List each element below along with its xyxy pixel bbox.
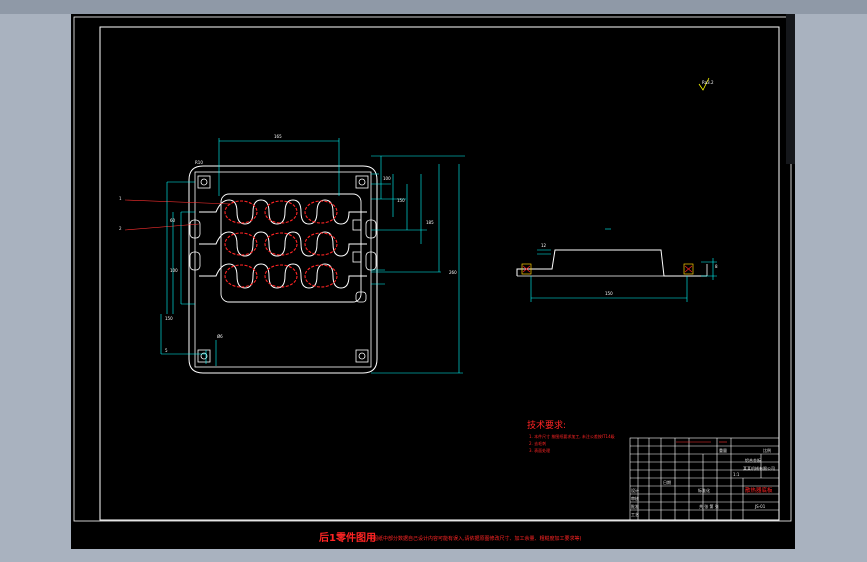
roughness-symbol: Ra3.2: [698, 77, 714, 91]
dim-left-1: 60: [170, 218, 176, 223]
dim-right-3: 185: [426, 220, 434, 225]
tb-scale: 1:1: [733, 472, 740, 477]
viewport-side-strip: [786, 14, 795, 164]
outer-border: [73, 16, 792, 522]
svg-text:2. 去毛刺: 2. 去毛刺: [529, 440, 546, 446]
tb-material: 铝合金板: [745, 457, 761, 463]
side-view-dimensions: [530, 228, 717, 302]
tb-company: 某某机械有限公司: [743, 465, 775, 471]
dim-left-3: 150: [165, 316, 173, 321]
tb-designer: 设计: [631, 487, 639, 493]
tb-process: 工艺: [631, 512, 639, 517]
dim-top-width: 165: [274, 134, 282, 139]
viewport-top-strip: [0, 0, 867, 14]
svg-text:3. 表面处理: 3. 表面处理: [529, 447, 550, 453]
tech-requirements: 技术要求: 1. 本件尺寸 按图纸要求加工, 未注公差按IT14级 2. 去毛刺…: [527, 419, 615, 453]
tb-weight: 重量: [719, 447, 727, 453]
tb-sheet-label: 共 张 第 张: [699, 503, 719, 509]
dim-right-total: 260: [449, 270, 457, 275]
dim-side-width: 150: [605, 291, 613, 296]
tb-drawing-no: JS-01: [754, 504, 766, 509]
tb-part-name: 散热器底板: [745, 486, 773, 494]
dim-side-height: 12: [541, 243, 547, 248]
plate-front-view: [188, 165, 378, 374]
drawing-sheet[interactable]: 1 2 165 100 150 185 260 60 100 150 5 Ø6: [71, 14, 795, 549]
dimension-lines: [160, 138, 465, 374]
svg-text:Ra3.2: Ra3.2: [702, 80, 714, 85]
leader-lines: [124, 199, 232, 231]
dim-right-1: 100: [383, 176, 391, 181]
tb-approver: 批准: [631, 503, 639, 509]
leader-label-1: 1: [119, 196, 122, 201]
dim-corner: R10: [195, 160, 203, 165]
plate-side-view: [516, 249, 708, 277]
tb-ratio-label: 比例: [763, 447, 771, 453]
svg-text:1. 本件尺寸 按图纸要求加工, 未注公差按IT14级: 1. 本件尺寸 按图纸要求加工, 未注公差按IT14级: [529, 433, 615, 439]
dim-bottom-hole: Ø6: [217, 334, 223, 339]
dim-bottom-small: 5: [165, 348, 168, 353]
cad-drawing-canvas[interactable]: 1 2 165 100 150 185 260 60 100 150 5 Ø6: [71, 14, 795, 549]
title-block: [629, 437, 780, 521]
tb-date: 日期: [663, 479, 671, 485]
leader-label-2: 2: [119, 226, 122, 231]
tb-standardize: 标准化: [698, 487, 710, 493]
tb-checker: 审核: [631, 495, 639, 501]
svg-text:技术要求:: 技术要求:: [527, 419, 566, 431]
dim-left-2: 100: [170, 268, 178, 273]
inner-border: [99, 26, 780, 521]
caption-title: 后1零件图用: [319, 531, 376, 544]
dim-right-2: 150: [397, 198, 405, 203]
dim-side-tab: 8: [715, 264, 718, 269]
caption-subtitle: (图纸中部分数据自己设计内容可能有误入,请依据原图修改尺寸、加工余量、粗糙度加工…: [371, 535, 582, 542]
